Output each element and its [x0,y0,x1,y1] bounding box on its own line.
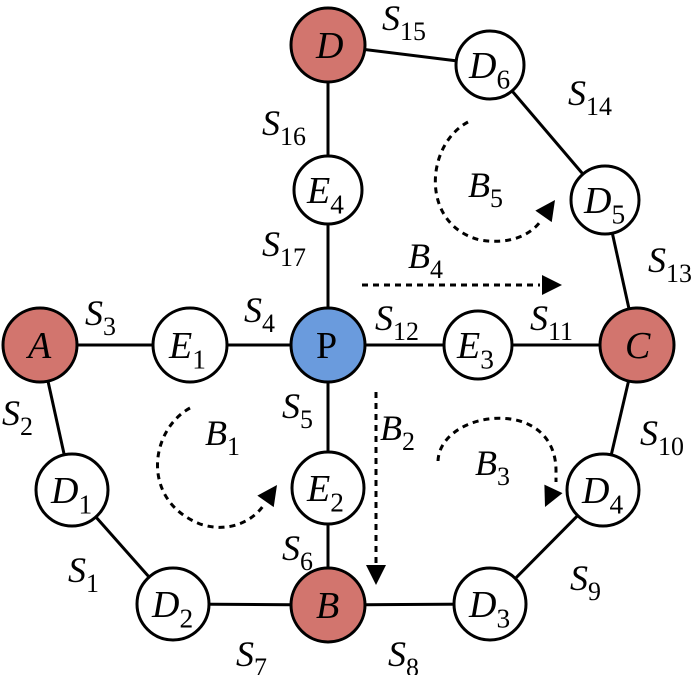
edge-label-s11: S11 [530,298,573,346]
node-label-e4: E4 [306,170,344,220]
node-circle [454,29,526,101]
edge-label-s7: S7 [236,634,267,675]
node-label-p: P [316,325,337,367]
node-e2: E2 [290,450,366,526]
node-d3: D3 [452,566,528,642]
node-label-b: B [316,585,339,627]
edge-label-s17: S17 [262,224,306,272]
node-e4: E4 [292,154,364,226]
node-label-d2: D2 [151,584,193,634]
edge-label-s13: S13 [648,240,692,288]
edge-label-s8: S8 [388,634,419,675]
edge-label-s1: S1 [68,550,99,598]
flow-b3-arrowhead [544,484,563,507]
node-e1: E1 [151,306,229,384]
node-a: A [1,306,79,384]
node-d4: D4 [565,452,641,528]
node-p: P [289,306,367,384]
edge-label-s6: S6 [282,528,313,576]
node-circle [1,306,79,384]
flow-b4-arrowhead [542,275,562,295]
node-circle [452,566,528,642]
edge-label-s2: S2 [2,393,33,441]
node-d6: D6 [454,29,526,101]
edge-label-s10: S10 [640,413,684,461]
node-label-c: C [625,325,651,367]
node-circle [292,154,364,226]
flow-label-b3: B3 [475,443,510,491]
flow-b1-arrowhead [257,485,277,508]
node-circle [442,309,514,381]
node-d: D [289,6,367,84]
flow-label-b5: B5 [468,165,503,213]
node-d1: D1 [34,452,110,528]
flow-b1-arrow [156,406,267,529]
node-d5: D5 [569,164,641,236]
node-label-a: A [25,325,52,367]
flow-b2-arrowhead [366,565,386,585]
flow-b5-arrowhead [535,200,555,223]
node-b: B [289,566,367,644]
flow-label-b2: B2 [380,408,415,456]
node-circle [569,164,641,236]
node-d2: D2 [135,566,211,642]
node-label-d: D [315,25,343,67]
node-label-d1: D1 [50,470,92,520]
flow-label-b4: B4 [408,236,443,284]
flow-label-b1: B1 [205,413,240,461]
node-circle [289,566,367,644]
node-label-e1: E1 [168,325,206,375]
node-circle [565,452,641,528]
node-circle [34,452,110,528]
node-label-e3: E3 [456,325,494,375]
node-circle [135,566,211,642]
node-c: C [598,306,676,384]
edge-label-s16: S16 [262,103,306,151]
edge-label-s4: S4 [244,290,275,338]
node-circle [290,450,366,526]
node-circle [289,306,367,384]
flow-b5-arrow [433,120,542,243]
node-label-d3: D3 [468,584,510,634]
node-circle [289,6,367,84]
edge-label-s15: S15 [382,0,426,46]
edge-label-s9: S9 [570,558,601,606]
edge-label-s14: S14 [568,73,612,121]
node-e3: E3 [442,309,514,381]
node-label-d6: D6 [468,45,510,95]
node-label-d5: D5 [583,180,625,230]
edge-label-s5: S5 [282,386,313,434]
edge-label-s3: S3 [85,293,116,341]
node-circle [151,306,229,384]
node-label-d4: D4 [581,470,623,520]
node-circle [598,306,676,384]
edge-label-s12: S12 [375,298,419,346]
node-label-e2: E2 [306,468,344,518]
